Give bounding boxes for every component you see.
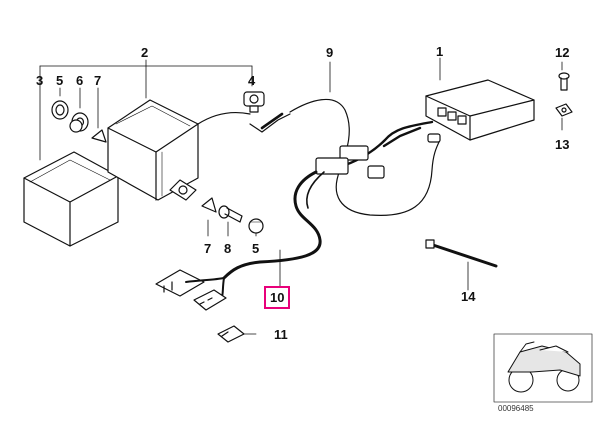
callout-14: 14: [461, 289, 476, 304]
bolt-8: [219, 206, 242, 222]
callout-7-bottom: 7: [204, 241, 212, 256]
leader-lines: [39, 57, 563, 335]
callout-6: 6: [76, 73, 84, 88]
callout-7-top: 7: [94, 73, 102, 88]
clip-7-left: [92, 130, 106, 142]
callout-13: 13: [555, 137, 570, 152]
connector-11: [218, 326, 244, 342]
screw-12: [559, 73, 569, 90]
callout-9: 9: [326, 45, 334, 60]
motorcycle-thumbnail: [493, 333, 593, 403]
callout-10-highlighted[interactable]: 10: [264, 286, 291, 309]
callout-8: 8: [224, 241, 232, 256]
callout-12: 12: [555, 45, 570, 60]
control-unit-1: [426, 80, 534, 140]
cable-9: [250, 99, 440, 215]
callout-2: 2: [141, 45, 149, 60]
catalog-number: 00096485: [498, 404, 534, 413]
connector-4: [244, 92, 264, 112]
callout-4: 4: [248, 73, 256, 88]
clip-7-bottom: [202, 198, 216, 212]
callout-3: 3: [36, 73, 44, 88]
cable-tie-14: [426, 240, 496, 266]
callout-11: 11: [274, 327, 288, 342]
callout-5-top: 5: [56, 73, 64, 88]
grommet-5: [52, 101, 68, 119]
clip-nut-13: [556, 104, 572, 116]
housing-box-2: [108, 100, 250, 200]
cover-box-3: [24, 152, 118, 246]
grommet-6: [70, 113, 88, 132]
callout-5-bottom: 5: [252, 241, 260, 256]
nut-5-bottom: [249, 219, 263, 233]
wiring-harness-10: [156, 122, 432, 310]
callout-1: 1: [436, 44, 444, 59]
